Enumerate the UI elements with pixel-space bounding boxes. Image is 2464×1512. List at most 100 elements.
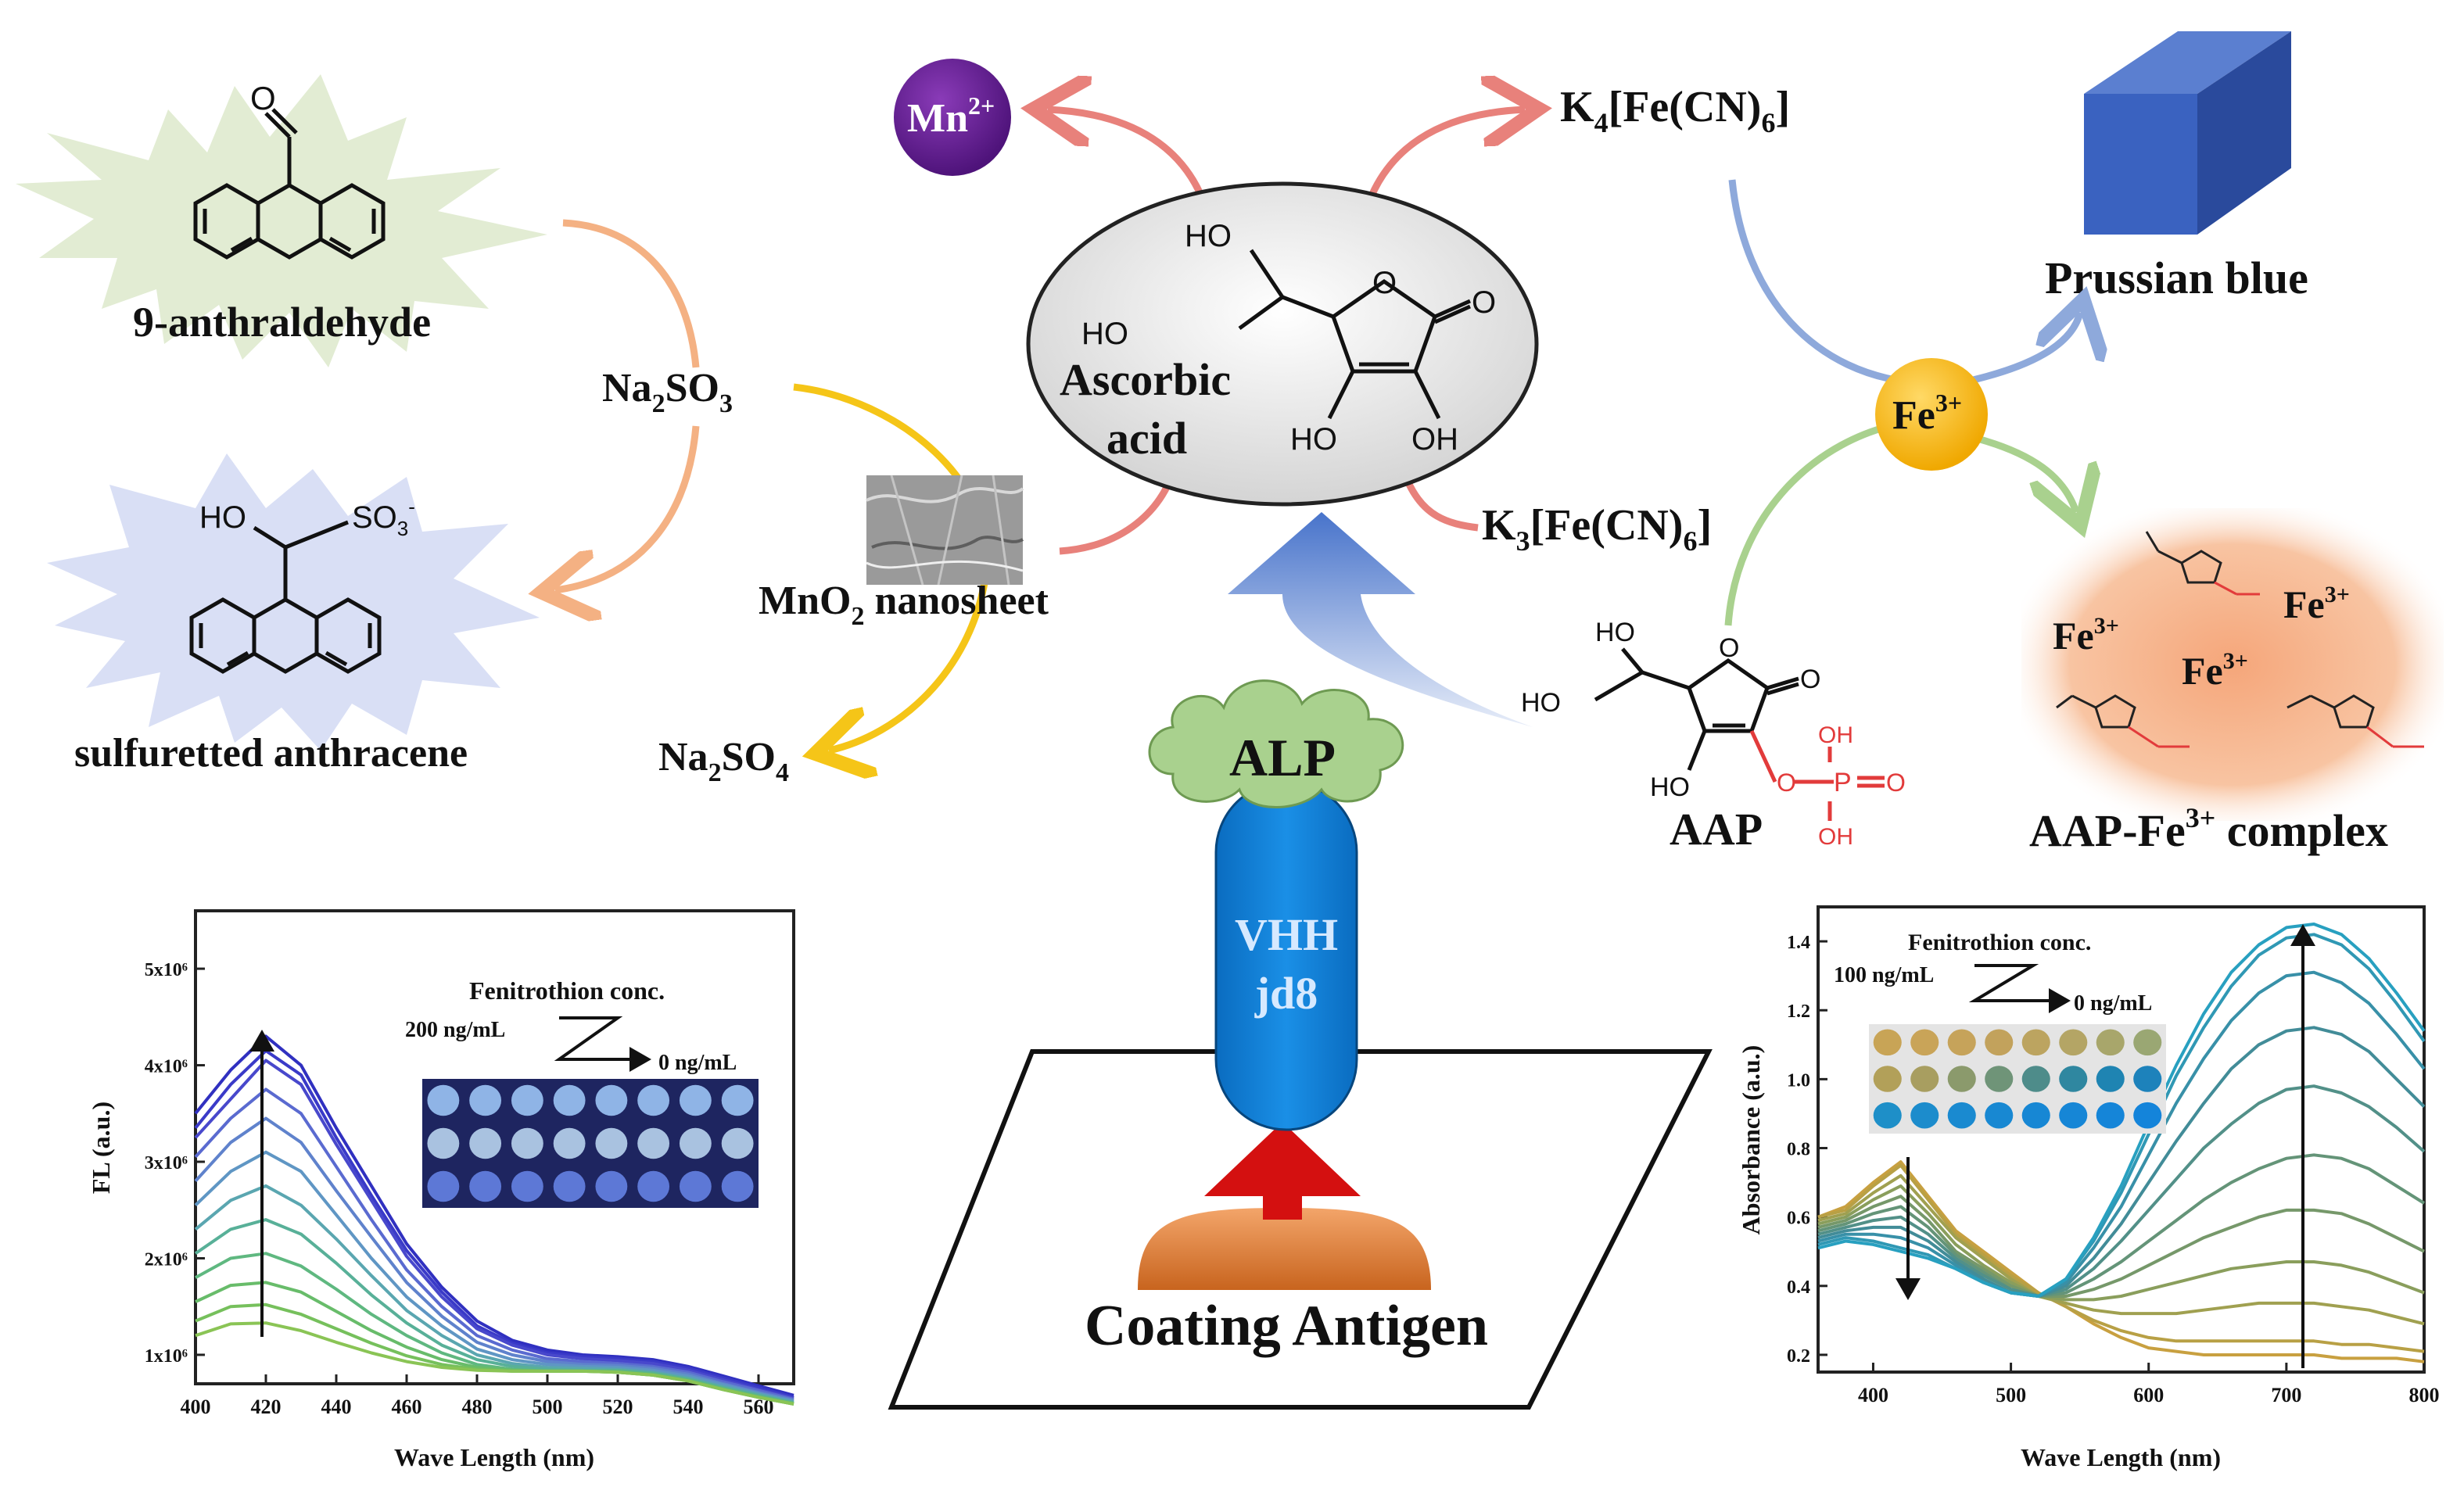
red-binding-arrow	[1204, 1122, 1361, 1220]
fl-ylabel: FL (a.u.)	[87, 1102, 115, 1194]
plate-well	[721, 1170, 754, 1202]
plate-well	[553, 1084, 586, 1116]
plate-well	[1910, 1066, 1939, 1092]
abs-xtick-label: 400	[1858, 1384, 1888, 1406]
fl-inset-low: 0 ng/mL	[658, 1051, 737, 1075]
prussian-blue-label: Prussian blue	[2045, 253, 2308, 303]
vhh-label-2: jd8	[1254, 968, 1318, 1019]
ascorbic-structure-icon	[1238, 249, 1472, 420]
abs-ytick-label: 1.0	[1787, 1070, 1810, 1091]
plate-well	[2096, 1066, 2125, 1092]
plate-well	[469, 1084, 502, 1116]
complex-phosphate-icon	[2128, 581, 2424, 748]
anthraldehyde-burst	[16, 74, 547, 367]
alp-label: ALP	[1229, 728, 1336, 787]
plate-well	[1985, 1066, 2014, 1092]
plate-well	[2133, 1066, 2162, 1092]
plate-well	[595, 1084, 628, 1116]
sulfuretted-so3-label: SO3-	[352, 495, 415, 540]
fl-xtick-label: 440	[321, 1396, 352, 1418]
abs-series-line	[1817, 1195, 2425, 1298]
abs-inset-z-arrow-icon	[1968, 964, 2071, 1013]
sulfuretted-group: HO SO3- sulfuretted anthracene	[47, 453, 540, 776]
plate-well	[2059, 1102, 2088, 1129]
plate-well	[469, 1127, 502, 1159]
abs-xtick-label: 800	[2409, 1384, 2440, 1406]
anthraldehyde-label: 9-anthraldehyde	[133, 299, 431, 346]
plate-well	[637, 1127, 670, 1159]
anthraldehyde-structure-icon	[193, 108, 386, 260]
abs-inset-plate	[1869, 1024, 2166, 1134]
green-arc-aap	[1724, 418, 1909, 626]
plate-well	[1985, 1102, 2014, 1129]
complex-fe-2: Fe3+	[2283, 582, 2350, 626]
sulfuretted-structure-icon	[189, 520, 382, 674]
abs-series-line	[1817, 1184, 2425, 1302]
plate-well	[721, 1127, 754, 1159]
fl-inset-z-arrow-icon	[554, 1016, 651, 1072]
green-arc-complex-arrow	[1973, 434, 2076, 512]
red-arc-k3	[1404, 479, 1479, 532]
complex-fe-3: Fe3+	[2182, 648, 2248, 693]
sulfuretted-ho-label: HO	[199, 500, 246, 535]
complex-label: AAP-Fe3+ complex	[2029, 802, 2388, 856]
plate-well	[1947, 1102, 1976, 1129]
fl-xtick-label: 460	[392, 1396, 422, 1418]
plate-well	[2021, 1066, 2050, 1092]
fl-ytick-label: 2x10⁶	[145, 1249, 188, 1270]
fl-series-line	[194, 1059, 794, 1400]
fl-series-line	[194, 1116, 794, 1402]
abs-ylabel: Absorbance (a.u.)	[1737, 1045, 1765, 1235]
abs-inset-high: 100 ng/mL	[1834, 963, 1934, 987]
ascorbic-label-1: Ascorbic	[1060, 354, 1231, 405]
abs-chart-series	[1817, 923, 2426, 1363]
plate-well	[2096, 1102, 2125, 1129]
plate-well	[553, 1170, 586, 1202]
plate-well	[679, 1170, 712, 1202]
plate-well	[637, 1084, 670, 1116]
fl-xtick-label: 540	[673, 1396, 704, 1418]
fl-series-line	[194, 1034, 794, 1397]
fe-ion-label: Fe3+	[1892, 389, 1962, 438]
mn-ion-label: Mn2+	[907, 91, 995, 141]
plate-well	[679, 1084, 712, 1116]
ascorbic-oh-bottom: OH	[1411, 422, 1458, 457]
plate-well	[2059, 1066, 2088, 1092]
plate-well	[679, 1127, 712, 1159]
fl-inset-high: 200 ng/mL	[405, 1018, 505, 1042]
fl-series-line	[195, 1321, 794, 1406]
complex-glow	[2021, 508, 2444, 821]
blue-arc-prussian-arrow	[1958, 313, 2080, 387]
fl-xtick-label: 480	[462, 1396, 493, 1418]
abs-series-line	[1817, 1026, 2426, 1298]
ascorbic-ring-oxygen: O	[1372, 266, 1397, 300]
plate-well	[2133, 1029, 2162, 1056]
fl-ytick-label: 1x10⁶	[145, 1346, 188, 1367]
mno2-nanosheet-image	[866, 475, 1024, 586]
aap-structure-icon	[1594, 647, 1799, 771]
mn-ion-circle	[894, 59, 1011, 176]
plate-well	[2021, 1102, 2050, 1129]
plate-well	[427, 1127, 460, 1159]
mno2-label: MnO2 nanosheet	[759, 579, 1049, 631]
abs-series-line	[1817, 1160, 2425, 1363]
aap-ho-left: HO	[1521, 688, 1561, 718]
aap-ring-oxygen: O	[1719, 633, 1739, 663]
abs-series-line	[1817, 1173, 2425, 1326]
plate-well	[1873, 1102, 1902, 1129]
plate-well	[1873, 1066, 1902, 1092]
plate-well	[511, 1084, 543, 1116]
ascorbic-ho-top: HO	[1185, 219, 1232, 253]
ascorbic-label-2: acid	[1106, 413, 1187, 464]
coating-antigen-label: Coating Antigen	[1085, 1294, 1488, 1358]
plate-well	[595, 1127, 628, 1159]
abs-series-line	[1817, 933, 2426, 1298]
plate-well	[469, 1170, 502, 1202]
plate-well	[511, 1170, 543, 1202]
aap-phosphate-icon	[1749, 729, 1885, 821]
na2so3-label: Na2SO3	[602, 366, 733, 418]
abs-xtick-label: 700	[2271, 1384, 2301, 1406]
